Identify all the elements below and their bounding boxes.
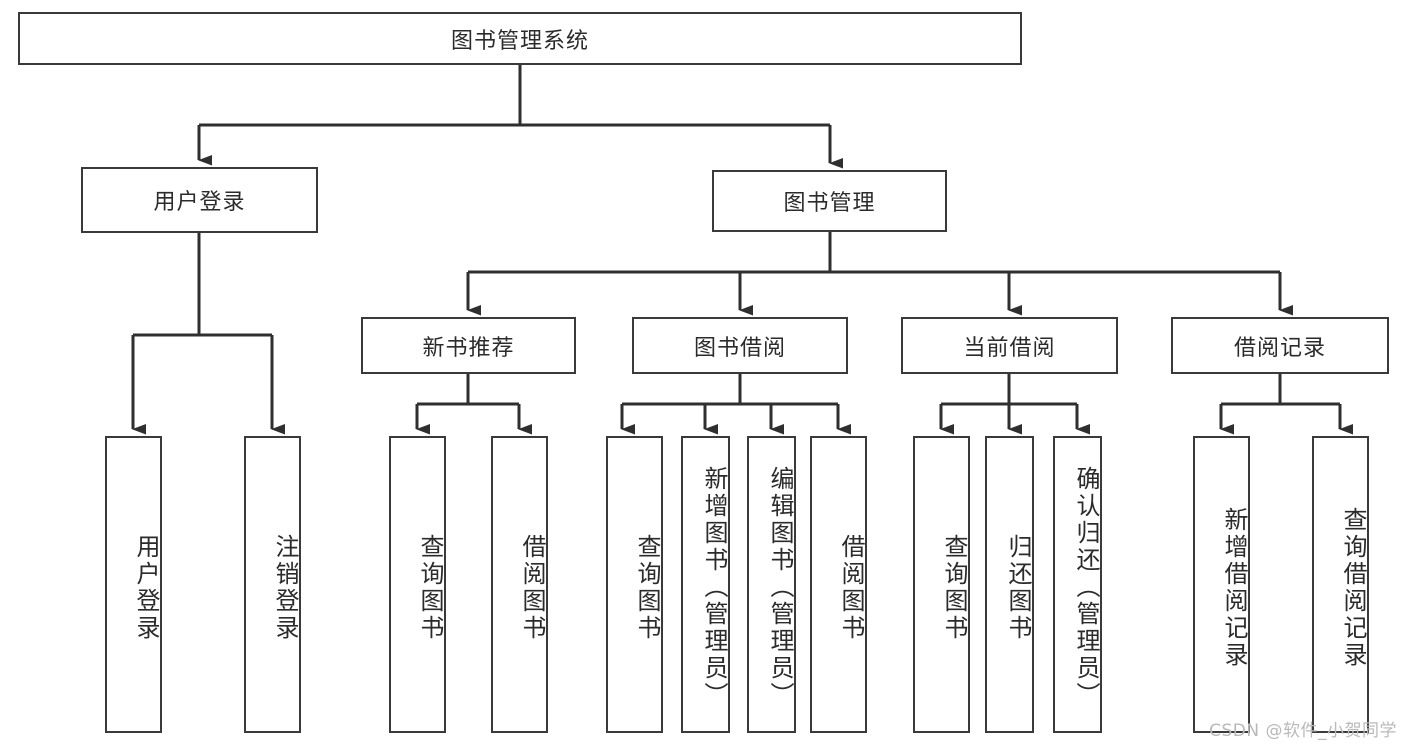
node-root-label: 图书管理系统 [450, 28, 589, 54]
node-borrow-record[interactable]: 借阅记录 [1171, 317, 1389, 374]
leaf-query-book-borrow[interactable]: 查询图书 [606, 436, 663, 733]
leaf-logout-label: 注销登录 [271, 533, 299, 642]
leaf-query-book-current-label: 查询图书 [940, 533, 968, 642]
leaf-add-book-admin[interactable]: 新增图书（管理员） [681, 436, 730, 733]
leaf-add-book-admin-label: 新增图书（管理员） [700, 466, 728, 709]
leaf-return-book-label: 归还图书 [1004, 533, 1032, 642]
leaf-borrow-book[interactable]: 借阅图书 [810, 436, 867, 733]
node-book-management[interactable]: 图书管理 [712, 170, 947, 232]
node-user-login-label: 用户登录 [153, 190, 246, 215]
node-borrow-record-label: 借阅记录 [1233, 335, 1326, 361]
node-user-login[interactable]: 用户登录 [81, 167, 318, 233]
leaf-edit-book-admin[interactable]: 编辑图书（管理员） [747, 436, 796, 733]
leaf-user-login[interactable]: 用户登录 [105, 436, 162, 733]
leaf-query-book-current[interactable]: 查询图书 [913, 436, 970, 733]
leaf-borrow-book-recommend-label: 借阅图书 [518, 533, 546, 642]
leaf-add-borrow-record[interactable]: 新增借阅记录 [1193, 436, 1250, 733]
leaf-query-book-borrow-label: 查询图书 [633, 533, 661, 642]
node-root[interactable]: 图书管理系统 [18, 12, 1022, 65]
leaf-query-borrow-record-label: 查询借阅记录 [1339, 506, 1367, 669]
leaf-edit-book-admin-label: 编辑图书（管理员） [766, 466, 794, 709]
leaf-query-borrow-record[interactable]: 查询借阅记录 [1312, 436, 1369, 733]
node-book-borrow-label: 图书借阅 [693, 335, 786, 361]
node-book-borrow[interactable]: 图书借阅 [632, 317, 848, 374]
leaf-user-login-label: 用户登录 [132, 533, 160, 642]
node-new-book-recommend-label: 新书推荐 [422, 335, 515, 361]
node-book-management-label: 图书管理 [783, 191, 876, 216]
node-new-book-recommend[interactable]: 新书推荐 [361, 317, 576, 374]
leaf-borrow-book-recommend[interactable]: 借阅图书 [491, 436, 548, 733]
leaf-return-book[interactable]: 归还图书 [985, 436, 1034, 733]
leaf-query-book-recommend-label: 查询图书 [416, 533, 444, 642]
leaf-confirm-return-admin-label: 确认归还（管理员） [1072, 466, 1100, 709]
leaf-add-borrow-record-label: 新增借阅记录 [1220, 506, 1248, 669]
node-current-borrow-label: 当前借阅 [963, 335, 1056, 361]
leaf-query-book-recommend[interactable]: 查询图书 [389, 436, 446, 733]
node-current-borrow[interactable]: 当前借阅 [901, 317, 1118, 374]
leaf-borrow-book-label: 借阅图书 [837, 533, 865, 642]
leaf-confirm-return-admin[interactable]: 确认归还（管理员） [1053, 436, 1102, 733]
leaf-logout[interactable]: 注销登录 [244, 436, 301, 733]
